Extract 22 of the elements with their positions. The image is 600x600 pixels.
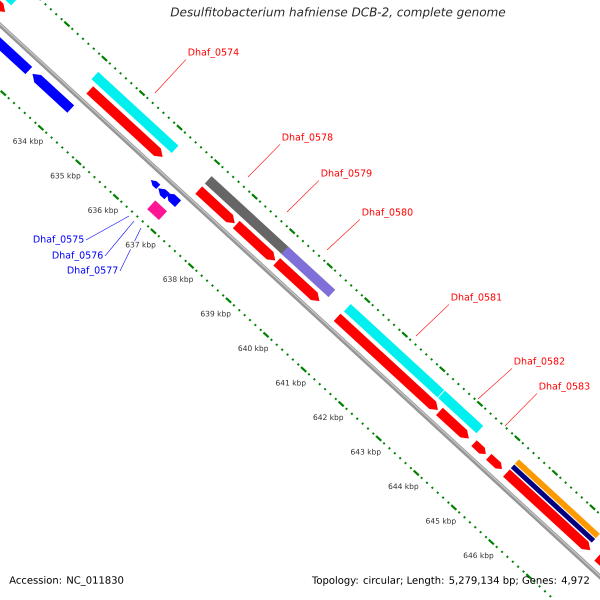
title: Desulfitobacterium hafniense DCB-2, complete genome [170,7,506,19]
accession-text: Accession: NC_011830 [9,576,124,586]
leader-line [478,368,512,400]
gene-label: Dhaf_0574 [188,48,239,58]
leader-line [504,393,538,426]
gene-label: Dhaf_0580 [362,208,412,218]
leader-line [286,180,320,212]
leader-line [248,144,280,178]
gene-label: Dhaf_0583 [540,382,590,392]
gene-label: Dhaf_0579 [322,169,372,179]
leader-line [104,220,134,256]
gene-label: Dhaf_0576 [52,251,103,261]
gene-label: Dhaf_0578 [282,133,332,143]
gene-label: Dhaf_0582 [514,357,564,367]
genome-stats-text: Topology: circular; Length: 5,279,134 bp; Genes: 4,972 [312,576,589,586]
leader-line [416,304,450,336]
leader-line [154,59,186,94]
leader-line [86,216,130,240]
gene-label: Dhaf_0575 [34,235,84,245]
gene-label: Dhaf_0577 [68,266,118,276]
leader-line [326,219,360,250]
gene-label: Dhaf_0581 [452,293,502,303]
